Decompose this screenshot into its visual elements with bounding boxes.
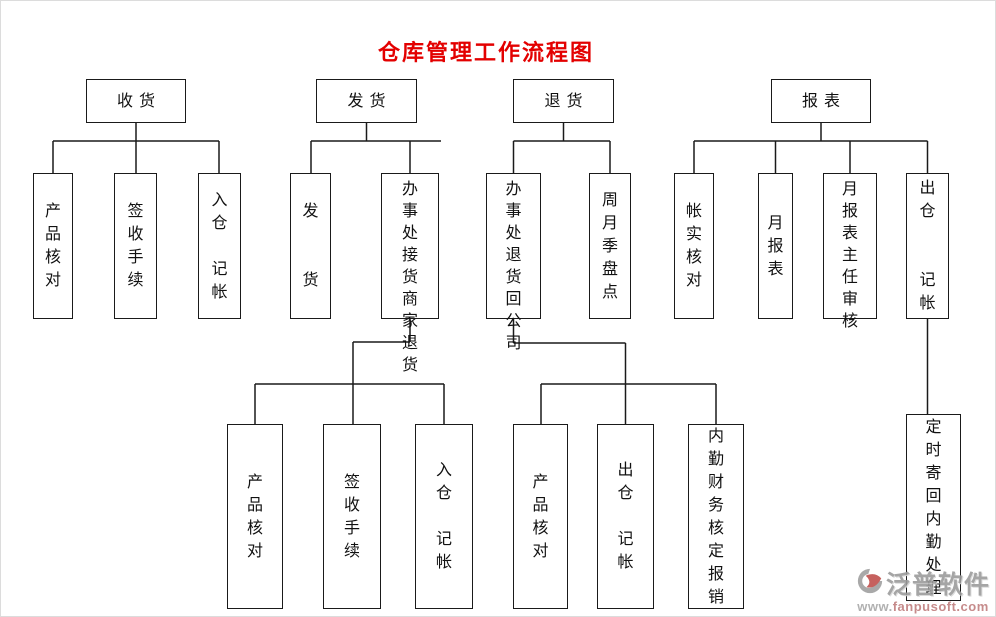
watermark-url-domain: fanpusoft.com [892, 599, 989, 614]
node-warehouse-in-book-2: 入 仓 记 帐 [415, 424, 473, 609]
watermark-url-www: www. [857, 599, 893, 614]
node-product-check-1: 产 品 核 对 [33, 173, 73, 319]
node-product-check-3: 产 品 核 对 [513, 424, 568, 609]
node-account-reality-check: 帐 实 核 对 [674, 173, 714, 319]
watermark-brand: 泛普软件 [885, 571, 990, 599]
node-report: 报表 [771, 79, 871, 123]
diagram-title: 仓库管理工作流程图 [377, 40, 594, 65]
node-monthly-report: 月 报 表 [758, 173, 793, 319]
fanpu-logo-icon [856, 568, 884, 599]
node-sign-procedure-2: 签 收 手 续 [323, 424, 381, 609]
node-warehouse-in-book-1: 入 仓 记 帐 [198, 173, 241, 319]
node-office-return-to-company: 办事 处退 货回 公司 [486, 173, 541, 352]
node-office-receive-merchant-return: 办事 处接 货商 家退 货 [381, 173, 439, 374]
watermark-url: www.fanpusoft.com [857, 599, 989, 614]
node-deliver-goods: 发 货 [290, 173, 331, 319]
watermark: 泛普软件 www.fanpusoft.com [853, 565, 993, 614]
node-product-check-2: 产 品 核 对 [227, 424, 283, 609]
node-return: 退货 [513, 79, 614, 123]
node-sign-procedure-1: 签 收 手 续 [114, 173, 157, 319]
node-warehouse-out-book-1: 出 仓 记 帐 [906, 173, 949, 319]
node-scheduled-mail-back: 定 时 寄 回 内 勤 处 理 [906, 414, 961, 601]
node-period-stocktake: 周 月 季 盘 点 [589, 173, 631, 319]
node-back-office-finance-approve: 内 勤 财 务 核 定 报 销 [688, 424, 744, 609]
node-warehouse-out-book-2: 出 仓 记 帐 [597, 424, 654, 609]
node-delivery: 发货 [316, 79, 417, 123]
node-receiving: 收货 [86, 79, 186, 123]
node-report-director-review: 月报 表主 任审 核 [823, 173, 877, 330]
